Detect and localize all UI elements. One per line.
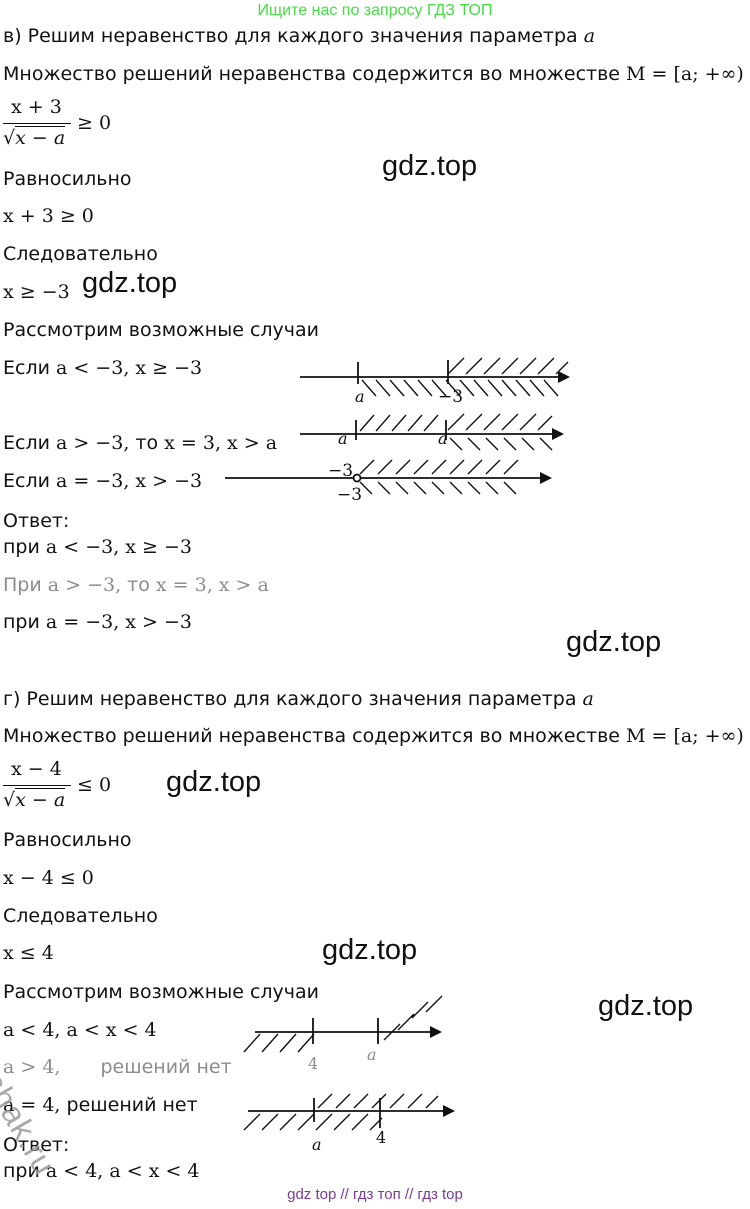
case-math: a = 4, <box>3 1094 61 1116</box>
answer-prefix: при <box>3 1160 46 1182</box>
answer-label: Ответ: <box>3 1134 70 1156</box>
case-math: a > −3, <box>55 432 130 454</box>
number-line-3 <box>225 459 552 495</box>
diagram-label: −3 <box>328 461 354 481</box>
answer-label: Ответ: <box>3 510 70 532</box>
param-symbol: a <box>583 25 596 47</box>
answer-math: a < −3, x ≥ −3 <box>45 536 193 558</box>
fraction-bar <box>3 123 71 124</box>
number-line-5 <box>243 1093 455 1131</box>
answer-3: при a = −3, x > −3 <box>3 611 192 633</box>
fraction-rhs: ≤ 0 <box>77 774 112 796</box>
diagram-label: 4 <box>308 1054 319 1073</box>
diagram-label: a <box>338 429 348 448</box>
part-v-set-line: Множество решений неравенства содержится… <box>3 63 744 85</box>
set-text: Множество решений неравенства содержится… <box>3 725 627 747</box>
case-text: решений нет <box>100 1056 232 1078</box>
fraction-bar <box>3 785 71 786</box>
case-3: Если a = −3, x > −3 <box>3 470 202 492</box>
case-text: решений нет <box>60 1094 198 1116</box>
cases-text: Рассмотрим возможные случаи <box>3 981 320 1003</box>
case-mid: то <box>129 432 165 454</box>
inequality-1: x + 3 ≥ 0 <box>3 205 94 227</box>
case-prefix: Если <box>3 432 56 454</box>
case-1: a < 4, a < x < 4 <box>3 1019 157 1041</box>
answer-math: a > −3, <box>47 574 122 596</box>
diagram-label: a <box>312 1135 322 1154</box>
case-prefix: Если <box>3 357 56 379</box>
hence-text: Следовательно <box>3 243 158 265</box>
diagram-label: −3 <box>438 387 464 407</box>
case-1: Если a < −3, x ≥ −3 <box>3 357 202 379</box>
fraction-denominator: √x − a <box>3 126 66 149</box>
diagram-label: a <box>438 429 448 448</box>
heading-text: г) Решим неравенство для каждого значени… <box>3 688 583 710</box>
part-g-fraction: x − 4 √x − a ≤ 0 <box>3 758 123 818</box>
set-expression: M = [a; +∞) <box>626 725 744 747</box>
part-v-fraction: x + 3 √x − a ≥ 0 <box>3 96 123 156</box>
part-g-heading: г) Решим неравенство для каждого значени… <box>3 688 594 710</box>
watermark: gdz.top <box>598 990 694 1022</box>
watermark: gdz.top <box>322 934 418 966</box>
diagram-label: −3 <box>337 485 363 505</box>
footer-links[interactable]: gdz top // гдз топ // гдз top <box>287 1186 463 1203</box>
param-symbol: a <box>582 688 594 710</box>
fraction-denominator: √x − a <box>3 788 66 811</box>
inequality-2: x ≤ 4 <box>3 942 54 964</box>
answer-prefix: при <box>3 536 46 558</box>
diagram-label: 4 <box>376 1128 387 1147</box>
part-g-set-line: Множество решений неравенства содержится… <box>3 725 744 747</box>
case-math-tail: x = 3, x > a <box>164 432 278 454</box>
watermark: gdz.top <box>82 267 178 299</box>
search-banner[interactable]: Ищите нас по запросу ГДЗ ТОП <box>257 2 493 19</box>
watermark: gdz.top <box>166 766 262 798</box>
inequality-1: x − 4 ≤ 0 <box>3 867 94 889</box>
fraction-numerator: x + 3 <box>11 96 62 118</box>
case-math: a > 4, <box>3 1056 61 1078</box>
part-v-heading: в) Решим неравенство для каждого значени… <box>3 25 595 47</box>
hence-text: Следовательно <box>3 905 158 927</box>
case-math: a < −3, x ≥ −3 <box>55 357 203 379</box>
cases-text: Рассмотрим возможные случаи <box>3 319 320 341</box>
fraction-rhs: ≥ 0 <box>77 112 112 134</box>
case-3: a = 4, решений нет <box>3 1094 198 1116</box>
number-line-1 <box>300 357 570 397</box>
answer-prefix: при <box>3 611 46 633</box>
answer-math: a = −3, x > −3 <box>45 611 193 633</box>
inequality-2: x ≥ −3 <box>3 281 70 303</box>
watermark: gdz.top <box>382 150 478 182</box>
equiv-text: Равносильно <box>3 829 132 851</box>
watermark: gdz.top <box>566 626 662 658</box>
answer-math: a < 4, a < x < 4 <box>45 1160 200 1182</box>
number-line-2 <box>300 413 564 451</box>
case-2: a > 4, решений нет <box>3 1056 232 1078</box>
answer-2: При a > −3, то x = 3, x > a <box>3 574 269 596</box>
answer-mid: то <box>121 574 156 596</box>
case-2: Если a > −3, то x = 3, x > a <box>3 432 277 454</box>
answer-prefix: При <box>3 574 48 596</box>
set-text: Множество решений неравенства содержится… <box>3 63 627 85</box>
equiv-text: Равносильно <box>3 168 132 190</box>
diagram-label: a <box>367 1045 377 1064</box>
diagram-label: a <box>355 387 365 406</box>
number-line-4 <box>243 995 443 1053</box>
heading-text: в) Решим неравенство для каждого значени… <box>3 25 584 47</box>
answer-1: при a < 4, a < x < 4 <box>3 1160 200 1182</box>
fraction-numerator: x − 4 <box>11 758 62 780</box>
answer-math-tail: x = 3, x > a <box>155 574 269 596</box>
set-expression: M = [a; +∞) <box>626 63 744 85</box>
case-prefix: Если <box>3 470 56 492</box>
answer-1: при a < −3, x ≥ −3 <box>3 536 192 558</box>
case-math: a = −3, x > −3 <box>55 470 203 492</box>
